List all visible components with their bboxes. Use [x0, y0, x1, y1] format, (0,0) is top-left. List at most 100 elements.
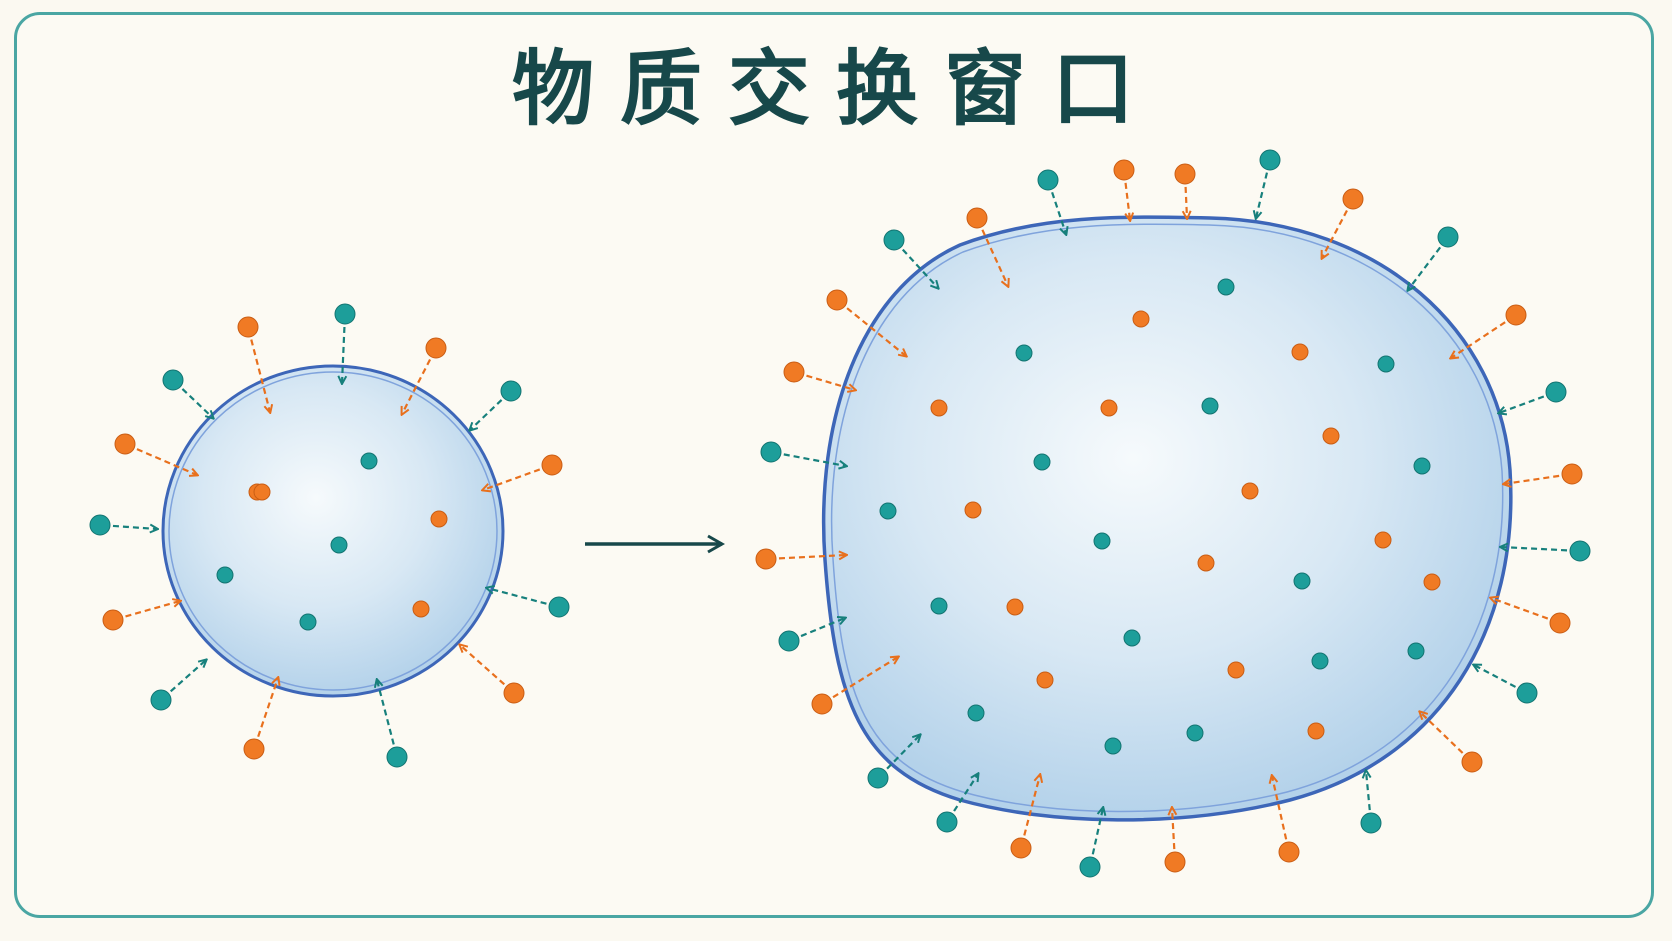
orange-particle [1036, 671, 1054, 689]
teal-particle [360, 452, 378, 470]
teal-particle [760, 441, 782, 463]
teal-particle [883, 229, 905, 251]
teal-particle [216, 566, 234, 584]
orange-particle [1278, 841, 1300, 863]
small-cell-incoming [89, 303, 570, 768]
orange-particle [1307, 722, 1325, 740]
teal-particle [1516, 682, 1538, 704]
orange-inflow-arrow [257, 678, 278, 738]
teal-particle [1377, 355, 1395, 373]
orange-particle [1549, 612, 1571, 634]
small-cell-membrane-inner [168, 371, 498, 691]
teal-particle [1201, 397, 1219, 415]
teal-particle [936, 811, 958, 833]
orange-particle [503, 682, 525, 704]
orange-inflow-arrow [1322, 209, 1348, 258]
teal-inflow-arrow [1091, 808, 1103, 855]
teal-particle [1259, 149, 1281, 171]
orange-particle [755, 548, 777, 570]
diagram-title: 物质交换窗口 [511, 42, 1160, 137]
orange-particle [237, 316, 259, 338]
orange-inflow-arrow [1172, 808, 1174, 850]
orange-inflow-arrow [1126, 182, 1130, 220]
teal-particle [1123, 629, 1141, 647]
teal-particle [930, 597, 948, 615]
teal-particle [386, 746, 408, 768]
large-cell-incoming [755, 149, 1591, 878]
teal-particle [548, 596, 570, 618]
teal-inflow-arrow [783, 453, 846, 466]
small-cell-membrane [161, 364, 505, 698]
orange-particle [253, 483, 271, 501]
orange-inflow-arrow [402, 359, 432, 414]
orange-inflow-arrow [1491, 598, 1549, 620]
teal-inflow-arrow [886, 735, 920, 770]
teal-particle [1545, 381, 1567, 403]
teal-particle [1186, 724, 1204, 742]
orange-particle [1423, 573, 1441, 591]
large-cell-membrane-inner [830, 223, 1504, 813]
teal-inflow-arrow [1366, 771, 1370, 811]
large-cell [755, 149, 1591, 878]
teal-inflow-arrow [1501, 547, 1568, 550]
orange-inflow-arrow [1023, 775, 1040, 836]
orange-particle [1461, 751, 1483, 773]
teal-particle [500, 380, 522, 402]
orange-inflow-arrow [125, 601, 180, 618]
teal-particle [1413, 457, 1431, 475]
orange-particle [1561, 463, 1583, 485]
orange-particle [1132, 310, 1150, 328]
teal-particle [1033, 453, 1051, 471]
teal-particle [89, 514, 111, 536]
orange-particle [1100, 399, 1118, 417]
large-cell-particles [879, 278, 1441, 755]
orange-particle [412, 600, 430, 618]
orange-particle [430, 510, 448, 528]
teal-particle [778, 630, 800, 652]
orange-particle [114, 433, 136, 455]
teal-particle [1360, 812, 1382, 834]
orange-inflow-arrow [846, 307, 906, 356]
orange-particle [1291, 343, 1309, 361]
orange-inflow-arrow [136, 448, 197, 475]
orange-particle [966, 207, 988, 229]
teal-particle [1311, 652, 1329, 670]
orange-inflow-arrow [778, 555, 846, 558]
teal-particle [1104, 737, 1122, 755]
orange-particle [811, 693, 833, 715]
orange-particle [930, 399, 948, 417]
orange-inflow-arrow [250, 339, 270, 412]
orange-inflow-arrow [1420, 712, 1464, 754]
orange-inflow-arrow [483, 468, 541, 490]
teal-inflow-arrow [1499, 395, 1545, 413]
orange-particle [1174, 163, 1196, 185]
teal-particle [330, 536, 348, 554]
teal-particle [1037, 169, 1059, 191]
large-cell-body [823, 217, 1511, 820]
orange-particle [541, 454, 563, 476]
orange-particle [1006, 598, 1024, 616]
teal-particle [1407, 642, 1425, 660]
teal-inflow-arrow [181, 388, 213, 418]
orange-inflow-arrow [981, 229, 1008, 286]
small-cell [89, 303, 570, 768]
teal-inflow-arrow [1256, 172, 1269, 218]
orange-inflow-arrow [806, 374, 855, 390]
orange-particle [1374, 531, 1392, 549]
teal-inflow-arrow [487, 588, 547, 605]
teal-inflow-arrow [112, 526, 157, 529]
orange-particle [1164, 851, 1186, 873]
orange-particle [1505, 304, 1527, 326]
orange-inflow-arrow [460, 645, 506, 686]
teal-particle [879, 502, 897, 520]
orange-particle [964, 501, 982, 519]
teal-inflow-arrow [377, 680, 395, 745]
teal-inflow-arrow [953, 774, 978, 812]
teal-particle [967, 704, 985, 722]
orange-particle [425, 337, 447, 359]
teal-inflow-arrow [1474, 665, 1517, 688]
orange-inflow-arrow [1451, 321, 1506, 358]
teal-particle [1217, 278, 1235, 296]
teal-inflow-arrow [470, 399, 503, 430]
teal-inflow-arrow [1408, 246, 1442, 290]
